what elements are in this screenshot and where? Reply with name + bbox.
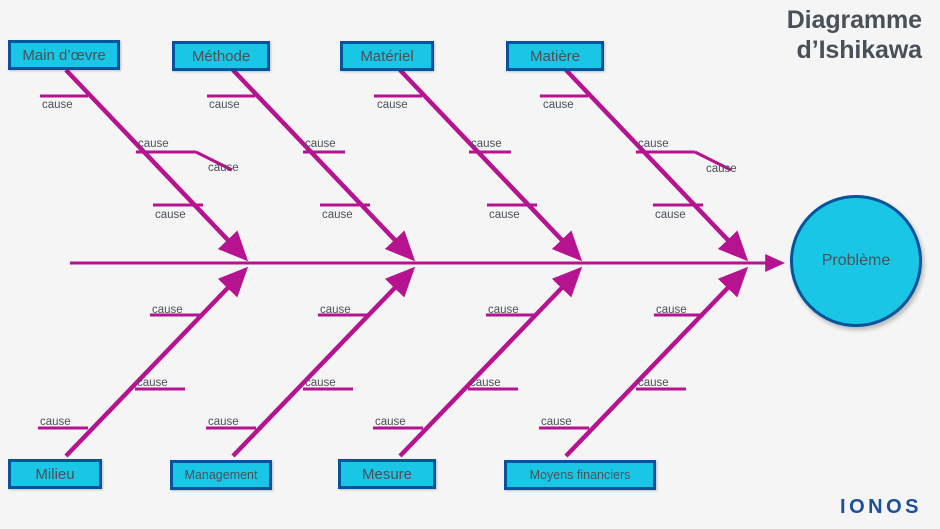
cause-label-mesure[interactable]: cause <box>375 416 406 428</box>
category-label: Méthode <box>191 47 251 65</box>
category-box-methode[interactable]: Méthode <box>172 41 270 71</box>
bone-methode <box>207 68 416 262</box>
category-label: Main d’œvre <box>22 46 106 64</box>
cause-label-management[interactable]: cause <box>305 377 336 389</box>
cause-label-materiel[interactable]: cause <box>377 99 408 111</box>
cause-label-materiel[interactable]: cause <box>471 138 502 150</box>
bone-management <box>206 266 416 458</box>
cause-label-main-doeuvre[interactable]: cause <box>155 209 186 221</box>
cause-label-methode[interactable]: cause <box>322 209 353 221</box>
bone-main-doeuvre <box>40 68 249 262</box>
category-box-moyens-financiers[interactable]: Moyens financiers <box>504 460 656 490</box>
cause-label-milieu[interactable]: cause <box>40 416 71 428</box>
cause-label-methode[interactable]: cause <box>209 99 240 111</box>
cause-label-management[interactable]: cause <box>208 416 239 428</box>
title-line-2: d’Ishikawa <box>796 35 923 64</box>
category-box-milieu[interactable]: Milieu <box>8 459 102 489</box>
cause-label-materiel[interactable]: cause <box>489 209 520 221</box>
category-label: Matière <box>529 47 581 65</box>
category-box-management[interactable]: Management <box>170 460 272 490</box>
bone-materiel <box>374 68 583 262</box>
cause-label-mesure[interactable]: cause <box>470 377 501 389</box>
category-label: Matériel <box>360 47 414 65</box>
title-line-1: Diagramme <box>786 6 922 34</box>
cause-label-moyens-financiers[interactable]: cause <box>541 416 572 428</box>
cause-label-milieu[interactable]: cause <box>152 304 183 316</box>
category-label: Management <box>184 468 258 482</box>
cause-label-matiere[interactable]: cause <box>543 99 574 111</box>
category-box-mesure[interactable]: Mesure <box>338 459 436 489</box>
cause-label-main-doeuvre[interactable]: cause <box>42 99 73 111</box>
subbone-branch <box>195 150 233 172</box>
bone-matiere <box>540 68 749 262</box>
cause-label-matiere[interactable]: cause <box>638 138 669 150</box>
category-box-matiere[interactable]: Matière <box>506 41 604 71</box>
cause-label-main-doeuvre[interactable]: cause <box>208 162 239 174</box>
problem-node[interactable]: Problème <box>790 195 922 327</box>
bone-milieu <box>38 266 249 458</box>
cause-label-moyens-financiers[interactable]: cause <box>638 377 669 389</box>
cause-label-milieu[interactable]: cause <box>137 377 168 389</box>
category-label: Milieu <box>35 465 75 483</box>
cause-label-main-doeuvre[interactable]: cause <box>138 138 169 150</box>
cause-label-methode[interactable]: cause <box>305 138 336 150</box>
cause-label-moyens-financiers[interactable]: cause <box>656 304 687 316</box>
subbone-branch <box>694 150 732 172</box>
cause-label-matiere[interactable]: cause <box>706 163 737 175</box>
diagram-title: Diagramme d’Ishikawa <box>787 6 922 65</box>
category-box-main-doeuvre[interactable]: Main d’œvre <box>8 40 120 70</box>
ionos-logo: IONOS <box>840 496 922 518</box>
category-label: Mesure <box>361 465 413 483</box>
category-label: Moyens financiers <box>529 468 631 482</box>
bone-moyens-financiers <box>539 266 749 458</box>
cause-label-management[interactable]: cause <box>320 304 351 316</box>
bone-mesure <box>373 266 583 458</box>
cause-label-matiere[interactable]: cause <box>655 209 686 221</box>
problem-label: Problème <box>821 252 891 269</box>
cause-label-mesure[interactable]: cause <box>488 304 519 316</box>
category-box-materiel[interactable]: Matériel <box>340 41 434 71</box>
